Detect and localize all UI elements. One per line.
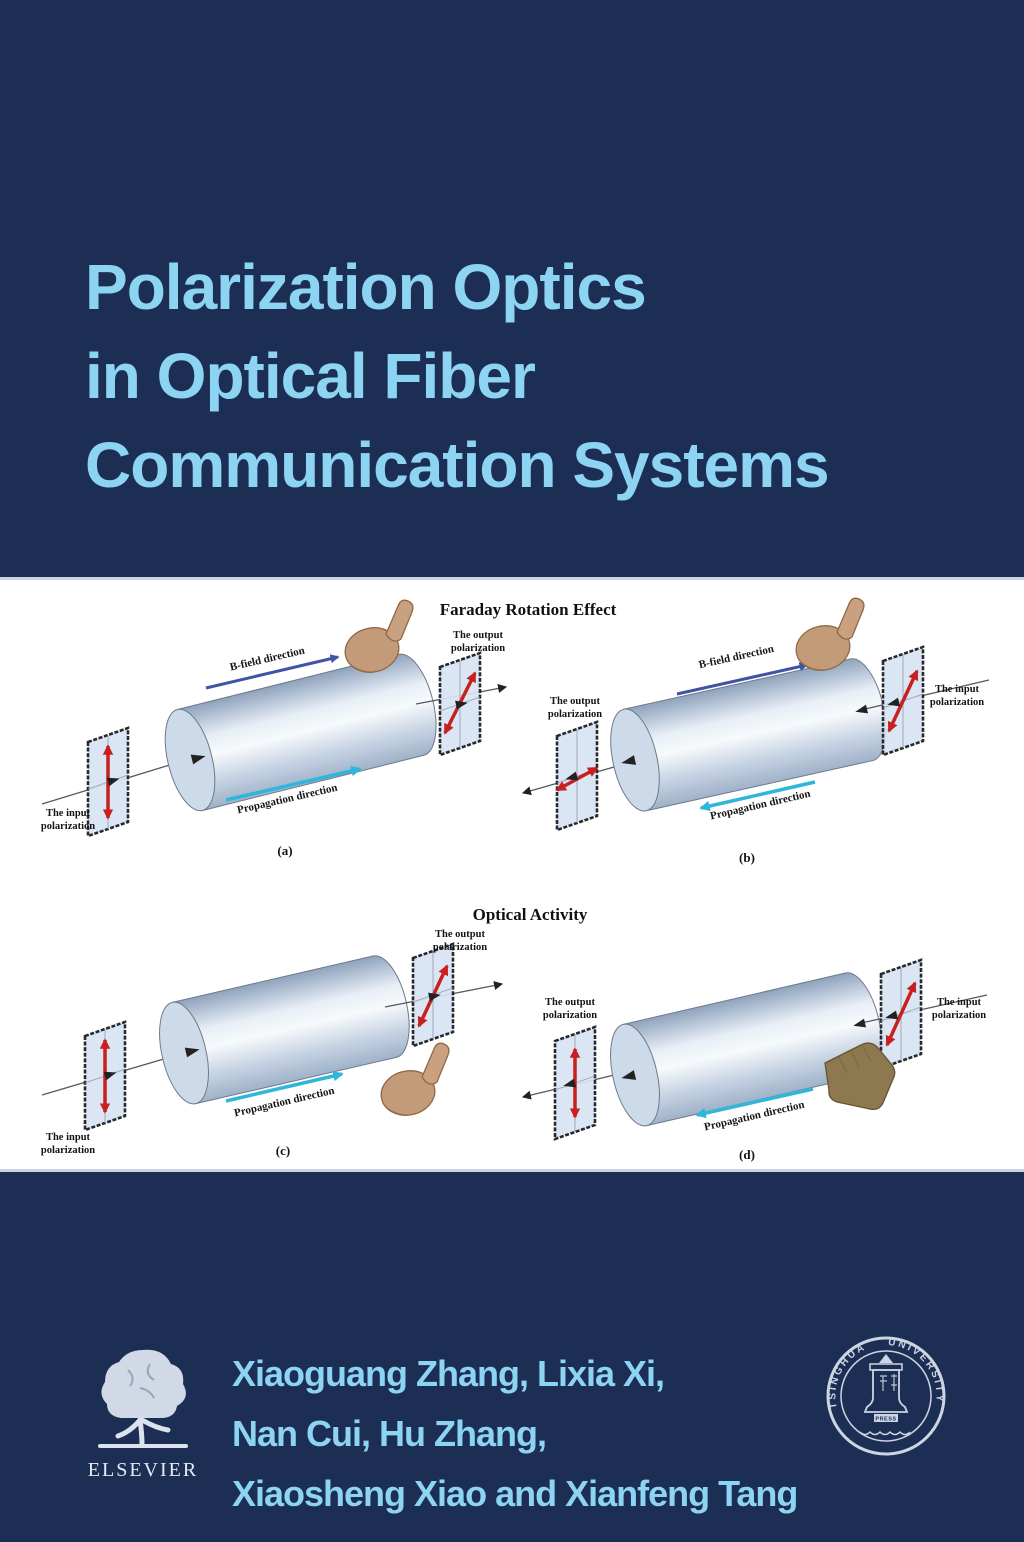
seal-bell-icon: [859, 1354, 911, 1436]
elsevier-wordmark: ELSEVIER: [87, 1459, 199, 1481]
panel-b: B-field direction Propagation direction …: [521, 597, 990, 865]
caption-a: (a): [277, 843, 292, 858]
output-label-line1: The output: [453, 630, 503, 641]
output-label-line1: The output: [550, 696, 600, 707]
fiber-cylinder: [159, 955, 410, 1105]
input-label-line2: polarization: [41, 1145, 95, 1156]
input-polarizer: [879, 958, 923, 1070]
panel-a: B-field direction Propagation direction …: [41, 599, 508, 858]
tsinghua-press-seal: TSINGHUA UNIVERSITY PRESS: [826, 1336, 946, 1456]
b-field-arrow: [205, 654, 340, 690]
authors-block: Xiaoguang Zhang, Lixia Xi, Nan Cui, Hu Z…: [232, 1344, 798, 1524]
output-label-line2: polarization: [451, 643, 505, 654]
output-label-line2: polarization: [548, 709, 602, 720]
input-beam: [860, 679, 990, 711]
author-line-3: Xiaosheng Xiao and Xianfeng Tang: [232, 1473, 798, 1514]
input-label-line1: The input: [935, 684, 980, 695]
output-label-line1: The output: [545, 997, 595, 1008]
faraday-heading: Faraday Rotation Effect: [439, 600, 617, 619]
caption-d: (d): [739, 1147, 755, 1162]
b-field-arrow: [676, 662, 809, 696]
output-label-line1: The output: [435, 929, 485, 940]
seal-press-label: PRESS: [875, 1417, 896, 1423]
optical-activity-heading: Optical Activity: [472, 905, 588, 924]
author-line-1: Xiaoguang Zhang, Lixia Xi,: [232, 1353, 665, 1394]
propagation-arrow: [699, 780, 816, 812]
output-polarizer: [411, 942, 455, 1048]
b-field-label: B-field direction: [698, 643, 775, 671]
right-hand-icon: [795, 597, 865, 671]
seal-text-tsinghua: TSINGHUA: [827, 1342, 868, 1410]
input-label-line2: polarization: [41, 821, 95, 832]
input-label-line2: polarization: [930, 697, 984, 708]
input-label-line1: The input: [46, 808, 91, 819]
caption-c: (c): [276, 1143, 290, 1158]
input-polarizer: [83, 1020, 127, 1132]
input-polarization-arrow: [887, 669, 919, 733]
output-label-line2: polarization: [433, 942, 487, 953]
author-line-2: Nan Cui, Hu Zhang,: [232, 1413, 547, 1454]
elsevier-tree-icon: [98, 1349, 188, 1448]
panel-c: Propagation direction The output polariz…: [41, 929, 504, 1158]
fiber-cylinder: [610, 972, 883, 1127]
input-label-line2: polarization: [932, 1010, 986, 1021]
input-polarization-arrow: [885, 981, 917, 1047]
output-polarizer: [555, 720, 599, 832]
panel-d: Propagation direction The output polariz…: [521, 958, 988, 1162]
propagation-arrow: [225, 765, 362, 802]
title-line-2: in Optical Fiber: [85, 340, 536, 412]
left-hand-fist-icon: [824, 1042, 896, 1111]
right-hand-icon: [380, 1042, 450, 1116]
input-label-line1: The input: [937, 997, 982, 1008]
title-line-3: Communication Systems: [85, 429, 830, 501]
input-polarizer: [881, 645, 925, 757]
propagation-arrow: [225, 1070, 344, 1103]
fiber-cylinder: [164, 653, 437, 812]
title-line-1: Polarization Optics: [85, 251, 647, 323]
b-field-label: B-field direction: [229, 645, 306, 674]
figure-band: Faraday Rotation Effect Optical Activity: [0, 577, 1024, 1172]
elsevier-logo: ELSEVIER: [76, 1340, 210, 1482]
right-hand-icon: [344, 599, 414, 673]
caption-b: (b): [739, 850, 755, 865]
book-title: Polarization Optics in Optical Fiber Com…: [85, 243, 830, 510]
propagation-arrow: [695, 1087, 814, 1119]
output-polarizer: [438, 651, 482, 757]
input-polarizer: [86, 726, 130, 838]
output-polarizer: [553, 1025, 597, 1141]
input-label-line1: The input: [46, 1132, 91, 1143]
output-label-line2: polarization: [543, 1010, 597, 1021]
